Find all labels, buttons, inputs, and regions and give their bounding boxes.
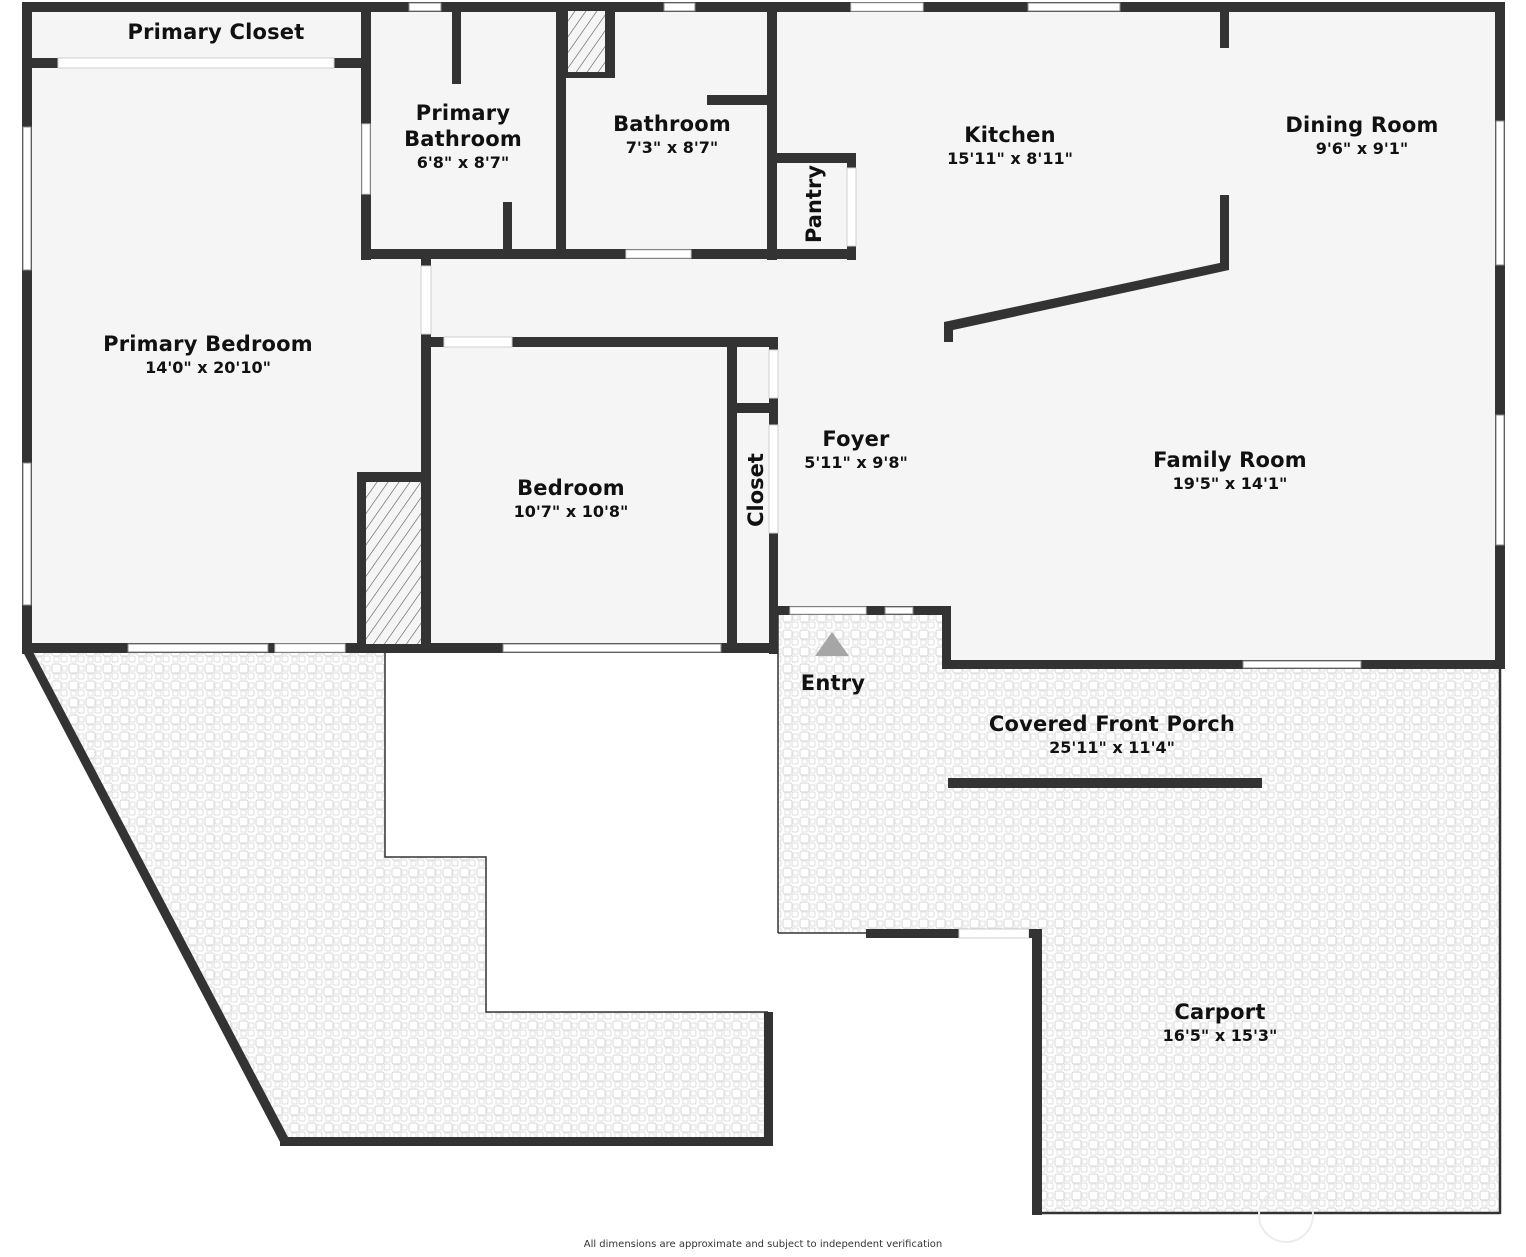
room-primary-closet: Primary Closet xyxy=(128,19,305,45)
porch-carport-area xyxy=(778,612,1500,1212)
room-name-line1: Primary xyxy=(415,101,511,125)
room-dimensions: 25'11" x 11'4" xyxy=(1049,738,1175,757)
room-bedroom: Bedroom 10'7" x 10'8" xyxy=(514,475,629,523)
room-name: Dining Room xyxy=(1285,113,1439,137)
room-dimensions: 7'3" x 8'7" xyxy=(625,138,719,157)
entry-arrow-icon xyxy=(815,632,849,656)
room-dimensions: 10'7" x 10'8" xyxy=(513,502,629,521)
room-entry: Entry xyxy=(801,670,865,696)
room-dimensions: 9'6" x 9'1" xyxy=(1315,139,1409,158)
disclaimer-text: All dimensions are approximate and subje… xyxy=(583,1239,943,1250)
room-closet: Closet xyxy=(743,453,768,527)
room-kitchen: Kitchen 15'11" x 8'11" xyxy=(947,122,1073,170)
room-bathroom: Bathroom 7'3" x 8'7" xyxy=(613,111,731,159)
room-dimensions: 5'11" x 9'8" xyxy=(804,453,908,472)
room-name: Foyer xyxy=(822,427,890,451)
room-name: Carport xyxy=(1174,1000,1266,1024)
room-name: Bathroom xyxy=(613,112,731,136)
room-dimensions: 6'8" x 8'7" xyxy=(416,153,510,172)
room-family-room: Family Room 19'5" x 14'1" xyxy=(1153,447,1307,495)
room-name: Kitchen xyxy=(964,123,1056,147)
room-name: Primary Bedroom xyxy=(103,332,313,356)
room-dimensions: 15'11" x 8'11" xyxy=(947,149,1073,168)
room-primary-bedroom: Primary Bedroom 14'0" x 20'10" xyxy=(103,331,313,379)
room-dimensions: 14'0" x 20'10" xyxy=(145,358,271,377)
room-foyer: Foyer 5'11" x 9'8" xyxy=(804,426,908,474)
room-primary-bathroom: Primary Bathroom 6'8" x 8'7" xyxy=(404,100,522,174)
room-dimensions: 19'5" x 14'1" xyxy=(1172,474,1288,493)
room-name: Entry xyxy=(800,671,866,695)
room-dining-room: Dining Room 9'6" x 9'1" xyxy=(1285,112,1438,160)
room-dimensions: 16'5" x 15'3" xyxy=(1162,1026,1278,1045)
room-name: Bedroom xyxy=(517,476,625,500)
room-name-line2: Bathroom xyxy=(404,127,522,151)
watermark-icon xyxy=(1258,1187,1314,1243)
room-name: Family Room xyxy=(1153,448,1307,472)
room-name: Primary Closet xyxy=(127,20,305,44)
room-carport: Carport 16'5" x 15'3" xyxy=(1163,999,1278,1047)
left-patio xyxy=(25,650,768,1142)
room-covered-front-porch: Covered Front Porch 25'11" x 11'4" xyxy=(989,711,1235,759)
room-name: Covered Front Porch xyxy=(988,712,1236,736)
room-pantry: Pantry xyxy=(802,164,827,244)
